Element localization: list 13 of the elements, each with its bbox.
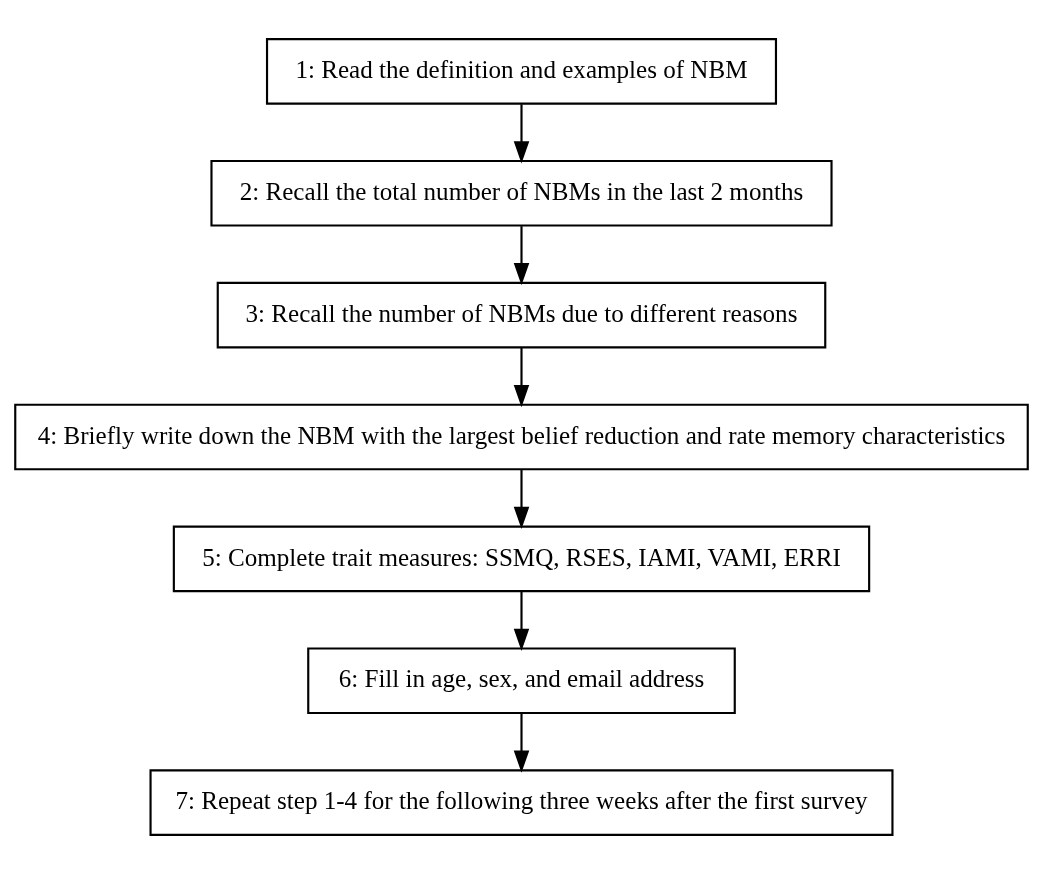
arrow [513,226,530,286]
node-box: 3: Recall the number of NBMs due to different reasons [216,281,827,349]
node-box: 4: Briefly write down the NBM with the largest belief reduction and rate memory characteristics [14,403,1029,471]
node-box: 1: Read the definition and examples of NBM [265,38,778,105]
arrow [513,469,530,530]
node-box: 6: Fill in age, sex, and email address [307,647,736,715]
node-box: 7: Repeat step 1-4 for the following three weeks after the first survey [149,769,894,836]
arrow [513,713,530,773]
arrow [513,348,530,408]
node-box: 5: Complete trait measures: SSMQ, RSES, IAMI, VAMI, ERRI [172,525,871,593]
arrow [513,104,530,164]
arrow [513,591,530,651]
node-box: 2: Recall the total number of NBMs in the last 2 months [210,159,833,227]
